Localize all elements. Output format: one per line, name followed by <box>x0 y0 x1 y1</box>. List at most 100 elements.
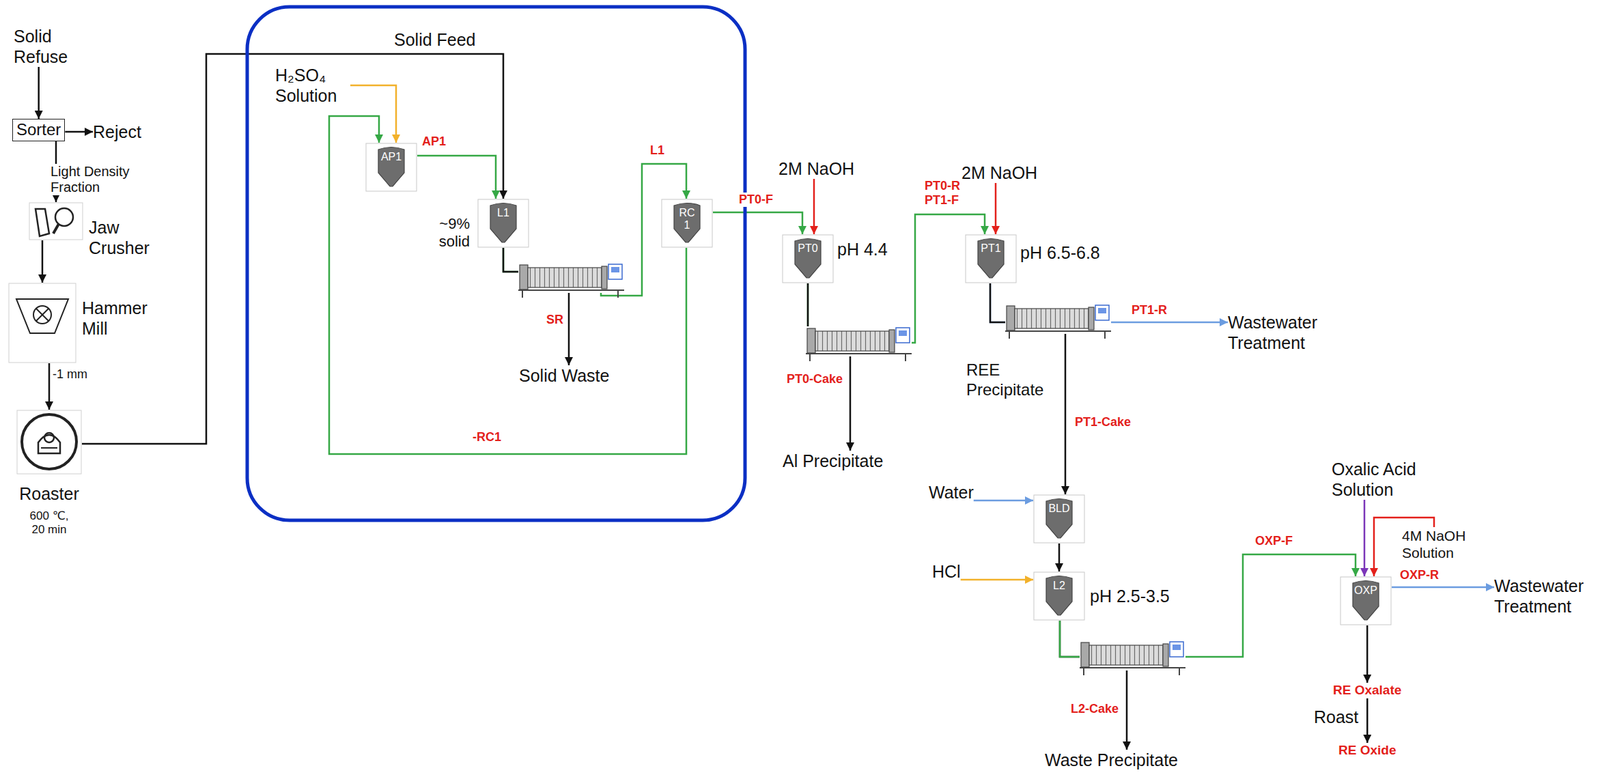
tank-vessel: PT0 <box>781 234 834 284</box>
terminal-label: Wastewater Treatment <box>1494 575 1597 617</box>
tank-vessel: OXP <box>1339 576 1392 626</box>
icon-frame <box>17 410 82 474</box>
tank-shape <box>964 234 1017 284</box>
node-label: Jaw Crusher <box>88 217 158 259</box>
equipment-icon-shape <box>28 202 84 241</box>
icon-frame <box>1033 495 1085 543</box>
tank-label-holder: L2 <box>1033 579 1086 593</box>
stream-connector <box>807 214 985 343</box>
icon-frame <box>661 199 713 248</box>
tank-vessel: L1 <box>477 198 530 248</box>
node-label: Oxalic Acid Solution <box>1331 458 1448 500</box>
equipment-label-holder: Hammer Mill <box>81 297 158 339</box>
stream-label-holder: L2-Cake <box>1069 702 1120 717</box>
stream-label: -RC1 <box>471 430 503 445</box>
stream-label: SR <box>544 312 565 328</box>
node-label: Reject <box>92 121 142 143</box>
icon-frame <box>782 234 834 283</box>
stream-label-holder: AP1 <box>420 134 448 149</box>
node-label: 600 ℃, 20 min <box>24 509 74 538</box>
node-label: OXP <box>1350 584 1381 597</box>
stream-connector <box>37 66 40 119</box>
stream-label: PT0-F <box>737 192 775 207</box>
process-note: pH 2.5-3.5 <box>1089 585 1170 607</box>
equipment-icon-shape <box>16 409 82 475</box>
tank-label-holder: PT1 <box>964 242 1017 255</box>
note-holder: pH 4.4 <box>837 239 888 260</box>
terminal-label: Solid Waste <box>518 365 610 386</box>
equipment-icon: Jaw Crusher <box>28 202 84 241</box>
terminal-label: HCl <box>932 561 961 582</box>
terminal-label: Waste Precipitate <box>1044 749 1178 771</box>
stream-label-holder: OXP-F <box>1253 534 1295 549</box>
equipment-label-holder: 600 ℃, 20 min <box>24 509 74 538</box>
stream-label: OXP-F <box>1253 534 1295 549</box>
tank-vessel: AP1 <box>365 142 418 192</box>
process-note: pH 6.5-6.8 <box>1020 242 1101 263</box>
node-label: BLD <box>1044 502 1075 515</box>
node-label: L1 <box>488 206 519 220</box>
equipment-icon-shape <box>8 282 77 364</box>
node-label: 2M NaOH <box>961 162 1038 184</box>
stream-connector <box>350 85 397 143</box>
leaching-section-outline <box>247 6 746 521</box>
stream-connector <box>48 363 51 410</box>
note-holder: ~9% solid <box>427 215 470 252</box>
tank-shape <box>477 198 530 248</box>
stream-connector <box>1366 625 1369 683</box>
terminal-label: RE Oxide <box>1338 742 1396 759</box>
node-label: Hammer Mill <box>81 297 158 339</box>
edge-label: Roast <box>1312 707 1360 728</box>
equipment-label-holder: Jaw Crusher <box>88 217 158 259</box>
node-label: PT0 <box>792 242 823 255</box>
node-label: PT1 <box>975 242 1006 255</box>
stream-connector <box>1058 543 1061 572</box>
tank-label-holder: L1 <box>477 206 530 220</box>
stream-label-holder: PT0-Cake <box>785 372 845 387</box>
stream-label: PT1-R <box>1130 303 1169 318</box>
terminal-label: Solid Refuse <box>13 25 89 67</box>
stream-connector <box>1391 586 1495 589</box>
terminal-label: 4M NaOH Solution <box>1401 527 1478 562</box>
icon-frame <box>29 202 83 240</box>
stream-label-holder: -1 mm <box>51 367 89 382</box>
stream-connector <box>417 155 496 199</box>
node-label: Solid Refuse <box>13 25 89 67</box>
stream-label-holder: PT0-F <box>737 192 775 207</box>
tank-shape <box>1033 494 1086 544</box>
node-label: L2 <box>1044 579 1075 593</box>
node-label: Water <box>928 482 974 503</box>
edge-label: Solid Feed <box>392 30 478 50</box>
note-holder: REE Precipitate <box>966 360 1056 401</box>
stream-label: PT0-Cake <box>785 372 845 387</box>
node-label: 2M NaOH <box>778 158 855 179</box>
node-label: Wastewater Treatment <box>1227 312 1344 354</box>
tank-vessel: PT1 <box>964 234 1017 284</box>
tank-label-holder: BLD <box>1033 502 1086 515</box>
icon-frame <box>366 143 417 192</box>
stream-connector <box>973 499 1034 502</box>
terminal-label: 2M NaOH <box>961 162 1038 184</box>
node-label: AP1 <box>376 150 407 164</box>
filter-press <box>518 262 625 298</box>
icon-frame <box>1033 572 1085 621</box>
tank-vessel: BLD <box>1033 494 1086 544</box>
stream-label-holder: PT1-Cake <box>1073 415 1133 430</box>
terminal-label: Oxalic Acid Solution <box>1331 458 1448 500</box>
tank-shape <box>1033 571 1086 621</box>
stream-label: L2-Cake <box>1069 702 1120 717</box>
stream-label-holder: Roast <box>1312 707 1360 728</box>
stream-label: PT0-R PT1-F <box>923 178 972 207</box>
stream-label-holder: -RC1 <box>471 430 503 445</box>
stream-connector <box>329 116 687 455</box>
stream-label-holder: PT1-R <box>1130 303 1169 318</box>
node-label: RE Oxide <box>1338 742 1396 759</box>
filter-press <box>1079 640 1186 676</box>
node-label: RE Oxalate <box>1332 682 1402 699</box>
stream-label-holder: L1 <box>648 143 666 158</box>
tank-shape <box>781 234 834 284</box>
process-note: ~9% solid <box>427 215 470 252</box>
